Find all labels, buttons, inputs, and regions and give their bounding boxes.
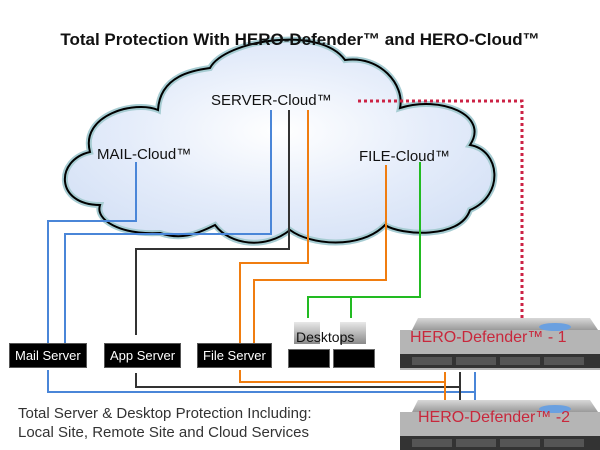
app-server-defender-link <box>135 373 461 400</box>
server-cloud-label: SERVER-Cloud™ <box>211 92 332 109</box>
defender-2-rack <box>400 400 600 450</box>
app-server-box: App Server <box>104 343 182 368</box>
desktop-monitor-1 <box>294 322 320 344</box>
file-server-defender-link <box>239 370 446 400</box>
server-cloud-file-link <box>239 110 309 345</box>
mail-server-box: Mail Server <box>9 343 87 368</box>
defender-1-rack <box>400 318 600 370</box>
mail-cloud-link <box>47 162 137 345</box>
file-cloud-label: FILE-Cloud™ <box>359 148 450 165</box>
mail-server-defender-link <box>47 370 476 400</box>
desktop-base-2 <box>333 349 375 368</box>
server-cloud-app-link <box>135 110 290 335</box>
file-cloud-link <box>253 165 387 345</box>
file-server-box: File Server <box>197 343 272 368</box>
defender-2-label: HERO-Defender™ -2 <box>418 409 571 426</box>
file-cloud-desktop-link <box>307 162 421 318</box>
caption-line-1: Total Server & Desktop Protection Includ… <box>18 405 312 422</box>
caption: Total Server & Desktop Protection Includ… <box>18 404 311 442</box>
desktop-base-1 <box>288 349 330 368</box>
desktops-label: Desktops <box>296 329 355 345</box>
page-title: Total Protection With HERO-Defender™ and… <box>60 30 540 49</box>
caption-line-2: Local Site, Remote Site and Cloud Servic… <box>18 424 309 441</box>
desktop-monitor-2 <box>340 322 366 344</box>
cloud-defender-link <box>358 99 524 318</box>
mail-cloud-label: MAIL-Cloud™ <box>97 146 192 163</box>
defender-1-label: HERO-Defender™ - 1 <box>410 329 567 346</box>
server-cloud-mail-link <box>64 110 272 345</box>
cloud-shape <box>62 36 498 246</box>
